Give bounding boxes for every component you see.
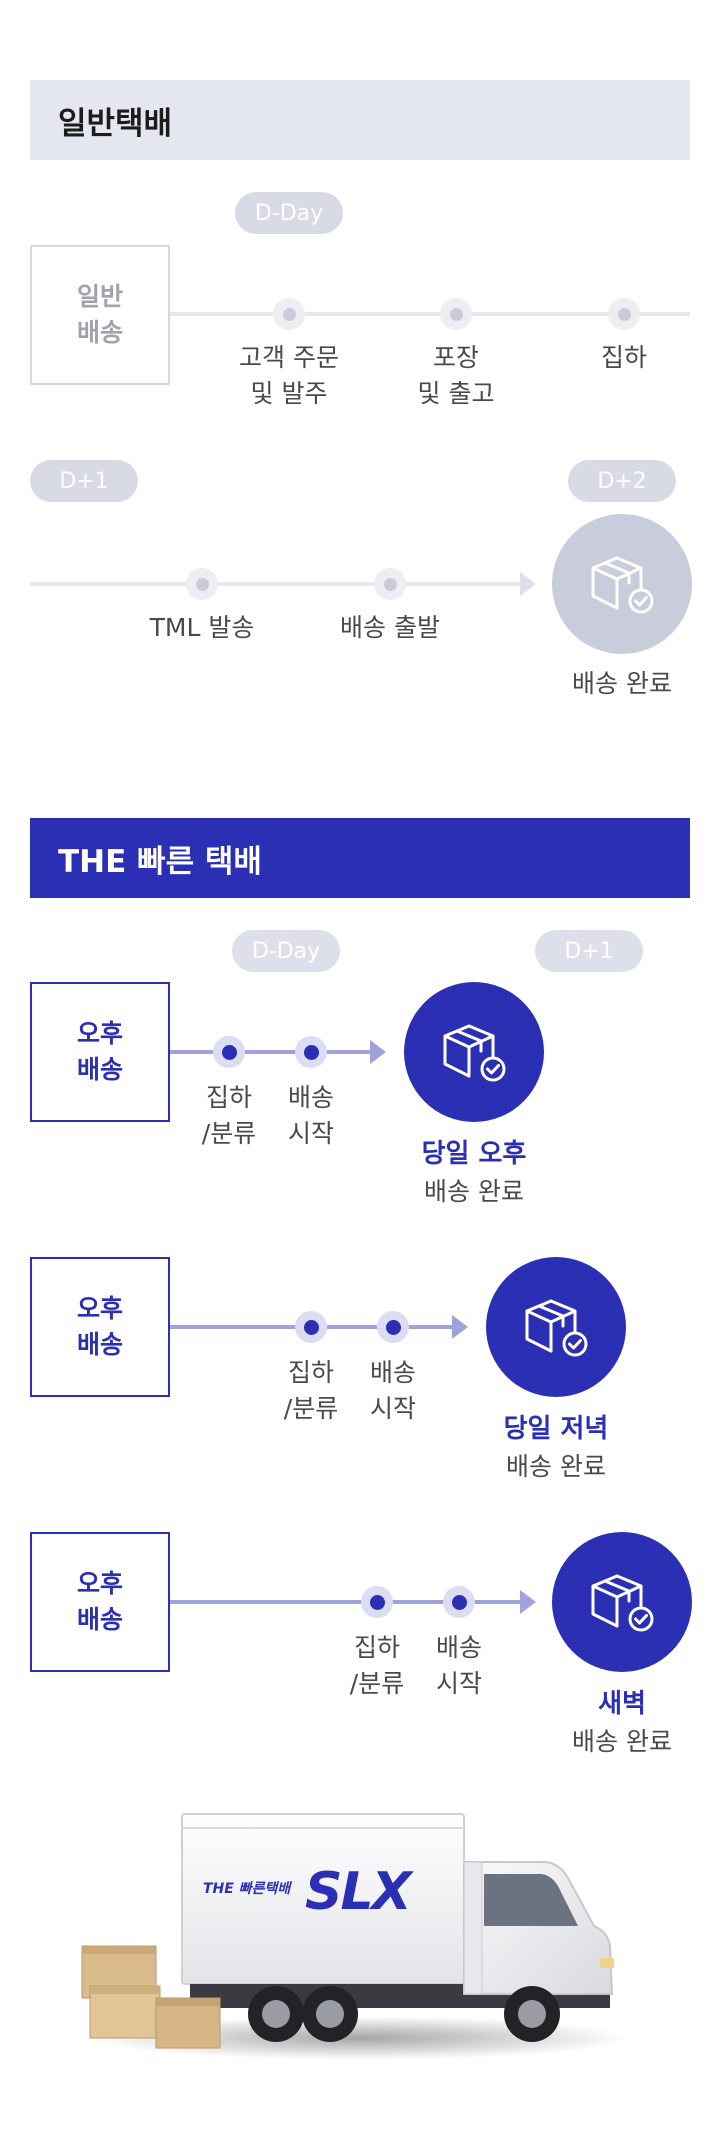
day-badge-d1: D+1 (30, 460, 138, 502)
box-label-line2: 배송 (76, 1055, 123, 1084)
step-label-line1: 배송 (369, 1358, 416, 1387)
step-label-packing: 포장 및 출고 (386, 340, 526, 412)
step-label-pickup-sort: 집하 /분류 (271, 1355, 351, 1427)
delivery-complete-circle (552, 1532, 692, 1672)
afternoon-delivery-box: 오후 배송 (30, 1532, 170, 1672)
step-label-line1: TML 발송 (149, 613, 255, 642)
delivery-complete-circle (404, 982, 544, 1122)
day-badge-label: D+2 (597, 468, 647, 494)
step-label-line1: 배송 (435, 1633, 482, 1662)
box-label-line2: 배송 (76, 1605, 123, 1634)
step-label-line1: 배송 (287, 1083, 334, 1112)
timeline-dot (295, 1311, 327, 1343)
general-delivery-box: 일반 배송 (30, 245, 170, 385)
general-timeline-line (170, 312, 690, 316)
fast-section-title: THE 빠른 택배 (58, 843, 262, 880)
box-label-line1: 일반 (76, 282, 123, 311)
step-label-order: 고객 주문 및 발주 (219, 340, 359, 412)
day-badge-dday: D-Day (235, 192, 343, 234)
timeline-dot (213, 1036, 245, 1068)
timeline-dot (361, 1586, 393, 1618)
day-badge-d2: D+2 (568, 460, 676, 502)
timeline-dot (186, 568, 218, 600)
timeline-dot (374, 568, 406, 600)
step-label-line1: 집하 (287, 1358, 334, 1387)
fast-timeline-line (170, 1600, 526, 1604)
box-label-line2: 배송 (76, 1330, 123, 1359)
day-badge-label: D+1 (59, 468, 109, 494)
delivery-complete-label: 배송 완료 (384, 1174, 564, 1210)
step-label-delivery-start: 배송 시작 (271, 1080, 351, 1152)
result-strong-text: 당일 저녁 (503, 1414, 609, 1444)
result-text: 배송 완료 (572, 669, 672, 698)
general-timeline-line-2 (30, 582, 530, 586)
step-label-line1: 고객 주문 (239, 343, 339, 372)
step-label-pickup: 집하 (554, 340, 694, 376)
step-label-line2: 및 발주 (250, 379, 328, 408)
result-strong-text: 당일 오후 (421, 1139, 527, 1169)
timeline-dot (377, 1311, 409, 1343)
step-label-pickup-sort: 집하 /분류 (337, 1630, 417, 1702)
timeline-dot (443, 1586, 475, 1618)
timeline-dot (295, 1036, 327, 1068)
step-label-delivery-start: 배송 시작 (419, 1630, 499, 1702)
result-text: 배송 완료 (572, 1727, 672, 1756)
day-badge-label: D-Day (251, 938, 321, 964)
package-check-icon (525, 1299, 588, 1357)
box-label-line1: 오후 (76, 1569, 123, 1598)
step-label-line1: 포장 (432, 343, 479, 372)
timeline-arrow-icon (452, 1315, 468, 1339)
timeline-dot (608, 298, 640, 330)
delivery-truck-illustration: THE 빠른택배 SLX (60, 1808, 660, 2068)
delivery-complete-circle (552, 514, 692, 654)
timeline-arrow-icon (520, 572, 536, 596)
package-check-icon (443, 1024, 506, 1082)
timeline-dot (440, 298, 472, 330)
box-label-line1: 오후 (76, 1294, 123, 1323)
step-label-depart: 배송 출발 (320, 610, 460, 646)
step-label-line2: /분류 (201, 1119, 257, 1148)
step-label-line2: 및 출고 (417, 379, 495, 408)
step-label-delivery-start: 배송 시작 (353, 1355, 433, 1427)
day-badge-dday: D-Day (232, 930, 340, 972)
day-badge-label: D-Day (254, 200, 324, 226)
timeline-arrow-icon (370, 1040, 386, 1064)
package-check-icon (591, 1574, 654, 1632)
general-section-header: 일반택배 (30, 80, 690, 160)
truck-brand-logo: SLX (305, 1862, 412, 1922)
step-label-line1: 배송 출발 (340, 613, 440, 642)
step-label-line1: 집하 (600, 343, 647, 372)
step-label-line2: /분류 (349, 1669, 405, 1698)
step-label-line2: 시작 (435, 1669, 482, 1698)
step-label-pickup-sort: 집하 /분류 (189, 1080, 269, 1152)
afternoon-delivery-box: 오후 배송 (30, 1257, 170, 1397)
step-label-line1: 집하 (205, 1083, 252, 1112)
day-badge-label: D+1 (564, 938, 614, 964)
general-section-title: 일반택배 (58, 105, 173, 142)
package-check-icon (591, 556, 654, 614)
step-label-tml: TML 발송 (132, 610, 272, 646)
delivery-complete-circle (486, 1257, 626, 1397)
timeline-arrow-icon (520, 1590, 536, 1614)
result-text: 배송 완료 (506, 1452, 606, 1481)
afternoon-delivery-box: 오후 배송 (30, 982, 170, 1122)
delivery-complete-label: 배송 완료 (532, 666, 712, 702)
box-label-line2: 배송 (76, 318, 123, 347)
delivery-complete-label: 배송 완료 (532, 1724, 712, 1760)
result-strong-text: 새벽 (598, 1689, 646, 1719)
timeline-dot (273, 298, 305, 330)
fast-timeline-line (170, 1050, 375, 1054)
step-label-line1: 집하 (353, 1633, 400, 1662)
step-label-line2: 시작 (287, 1119, 334, 1148)
box-label-line1: 오후 (76, 1019, 123, 1048)
step-label-line2: 시작 (369, 1394, 416, 1423)
truck-icon (81, 1813, 630, 2060)
truck-brand-small: THE 빠른택배 (203, 1881, 291, 1897)
day-badge-d1: D+1 (535, 930, 643, 972)
result-text: 배송 완료 (424, 1177, 524, 1206)
step-label-line2: /분류 (283, 1394, 339, 1423)
fast-section-header: THE 빠른 택배 (30, 818, 690, 898)
delivery-complete-label: 배송 완료 (466, 1449, 646, 1485)
